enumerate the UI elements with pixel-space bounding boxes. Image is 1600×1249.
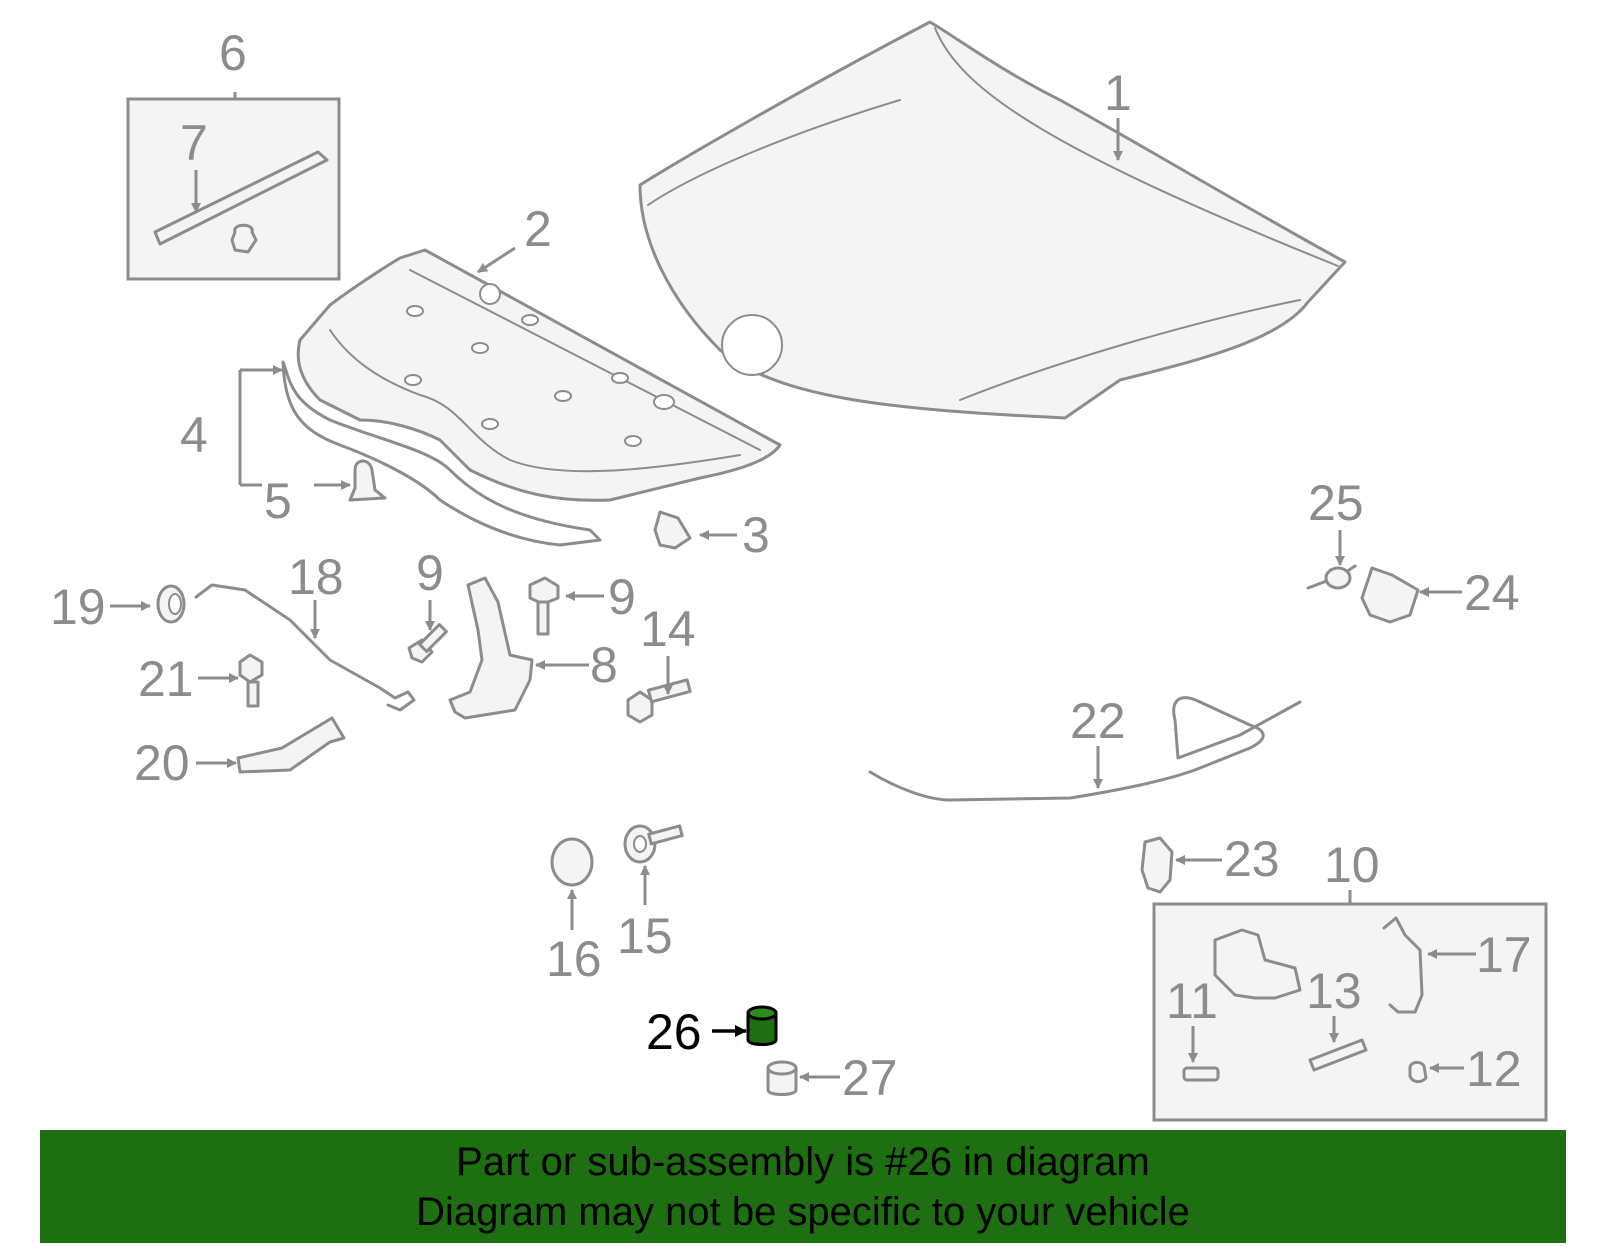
callout-21: 21 bbox=[138, 651, 194, 707]
callout-27: 27 bbox=[842, 1050, 898, 1106]
callout-5: 5 bbox=[264, 473, 292, 529]
callout-3: 3 bbox=[742, 507, 770, 563]
info-banner: Part or sub-assembly is #26 in diagram D… bbox=[40, 1130, 1566, 1243]
callout-7: 7 bbox=[180, 115, 208, 171]
callout-16: 16 bbox=[546, 931, 602, 987]
callout-9a: 9 bbox=[416, 545, 444, 601]
hood-panel bbox=[638, 20, 1347, 420]
banner-line-1: Part or sub-assembly is #26 in diagram bbox=[456, 1140, 1150, 1184]
bolt-part-9b bbox=[528, 576, 560, 636]
latch-assembly-box bbox=[1152, 902, 1548, 1122]
callout-1: 1 bbox=[1104, 65, 1132, 121]
callout-12: 12 bbox=[1466, 1041, 1522, 1097]
callout-17: 17 bbox=[1476, 927, 1532, 983]
hood-seal bbox=[281, 360, 602, 547]
highlighted-part-26[interactable] bbox=[746, 1005, 778, 1046]
callout-23: 23 bbox=[1224, 831, 1280, 887]
bolt-part-14 bbox=[626, 678, 692, 724]
release-cable bbox=[868, 696, 1302, 802]
spring-part-25 bbox=[1306, 564, 1357, 590]
hood-insulator bbox=[296, 248, 782, 502]
callout-24: 24 bbox=[1464, 565, 1520, 621]
callout-25: 25 bbox=[1308, 475, 1364, 531]
bolt-part-21 bbox=[238, 653, 264, 708]
callout-2: 2 bbox=[524, 201, 552, 257]
plug-part-16 bbox=[550, 837, 594, 887]
callout-8: 8 bbox=[590, 637, 618, 693]
clip-part-5 bbox=[348, 459, 387, 502]
catch-part-24 bbox=[1360, 566, 1420, 624]
callout-9b: 9 bbox=[608, 569, 636, 625]
callout-26: 26 bbox=[646, 1004, 702, 1060]
callout-15: 15 bbox=[617, 908, 673, 964]
banner-line-2: Diagram may not be specific to your vehi… bbox=[416, 1190, 1190, 1234]
bolt-part-9a bbox=[407, 623, 448, 664]
callout-20: 20 bbox=[134, 735, 190, 791]
callout-11: 11 bbox=[1166, 973, 1218, 1029]
callout-18: 18 bbox=[288, 549, 344, 605]
bolt-part-15 bbox=[623, 824, 684, 864]
callout-19: 19 bbox=[50, 579, 106, 635]
callout-6: 6 bbox=[219, 25, 247, 81]
leader-lines bbox=[110, 92, 1476, 1082]
hood-hinge bbox=[448, 576, 534, 720]
bracket-part-3 bbox=[653, 510, 692, 550]
weatherstrip-box bbox=[126, 97, 341, 281]
clip-part-23 bbox=[1140, 836, 1174, 894]
callout-10: 10 bbox=[1324, 837, 1380, 893]
hood-support-rod bbox=[194, 583, 416, 712]
grommet-part-19 bbox=[156, 584, 186, 624]
callout-14: 14 bbox=[640, 601, 696, 657]
callout-labels: 1 2 3 4 5 6 7 8 9 9 10 11 12 13 14 15 16… bbox=[50, 25, 1532, 1106]
callout-4: 4 bbox=[180, 407, 208, 463]
callout-22: 22 bbox=[1070, 693, 1126, 749]
bracket-part-20 bbox=[236, 716, 346, 774]
callout-13: 13 bbox=[1306, 963, 1362, 1019]
bushing-part-27 bbox=[766, 1060, 798, 1096]
